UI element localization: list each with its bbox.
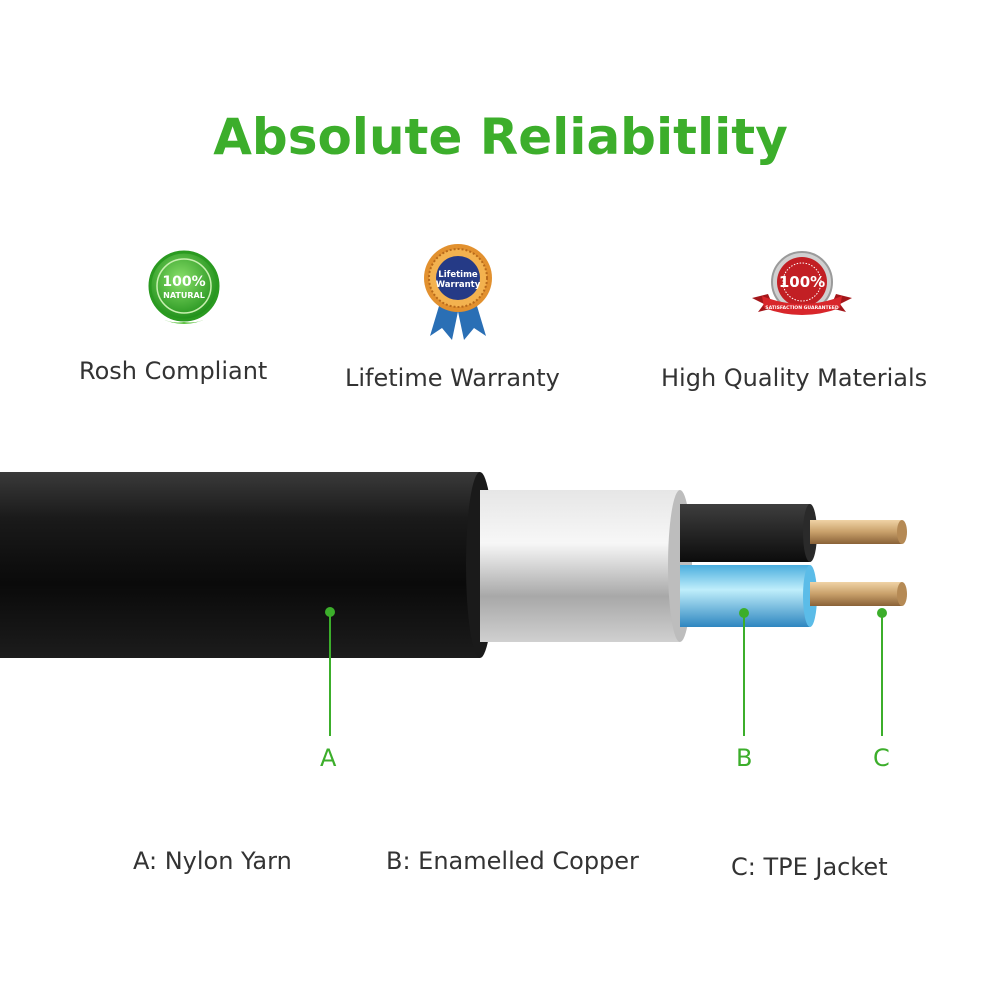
callout-letter-b: B bbox=[736, 744, 753, 772]
natural-seal-text-top: 100% bbox=[162, 274, 205, 290]
natural-seal-icon: 100% NATURAL bbox=[148, 250, 220, 324]
callout-line-c bbox=[877, 608, 887, 736]
satisfaction-seal-text-bottom: SATISFACTION GUARANTEED bbox=[765, 305, 839, 311]
callout-letter-c: C bbox=[873, 744, 890, 772]
callout-line-a bbox=[325, 607, 335, 736]
shield-layer bbox=[480, 490, 692, 642]
feature-label-materials: High Quality Materials bbox=[661, 364, 928, 392]
legend-b: B: Enamelled Copper bbox=[386, 847, 639, 875]
legend-a: A: Nylon Yarn bbox=[133, 847, 292, 875]
outer-jacket bbox=[0, 472, 494, 658]
blue-conductor bbox=[680, 565, 907, 627]
cable-illustration bbox=[0, 472, 907, 736]
warranty-ribbon-text-top: Lifetime bbox=[438, 270, 478, 280]
natural-seal-text-bottom: NATURAL bbox=[163, 291, 205, 300]
feature-label-rosh: Rosh Compliant bbox=[79, 357, 268, 385]
warranty-ribbon-text-bottom: Warranty bbox=[436, 280, 481, 290]
warranty-ribbon-icon: Lifetime Warranty bbox=[424, 244, 492, 340]
page-title: Absolute Reliabitlity bbox=[213, 108, 788, 166]
satisfaction-seal-icon: 100% SATISFACTION GUARANTEED bbox=[752, 251, 852, 315]
satisfaction-seal-text-top: 100% bbox=[779, 273, 825, 291]
feature-label-warranty: Lifetime Warranty bbox=[345, 364, 560, 392]
legend-c: C: TPE Jacket bbox=[731, 853, 888, 881]
callout-line-b bbox=[739, 608, 749, 736]
black-conductor bbox=[680, 504, 907, 562]
callout-letter-a: A bbox=[320, 744, 337, 772]
